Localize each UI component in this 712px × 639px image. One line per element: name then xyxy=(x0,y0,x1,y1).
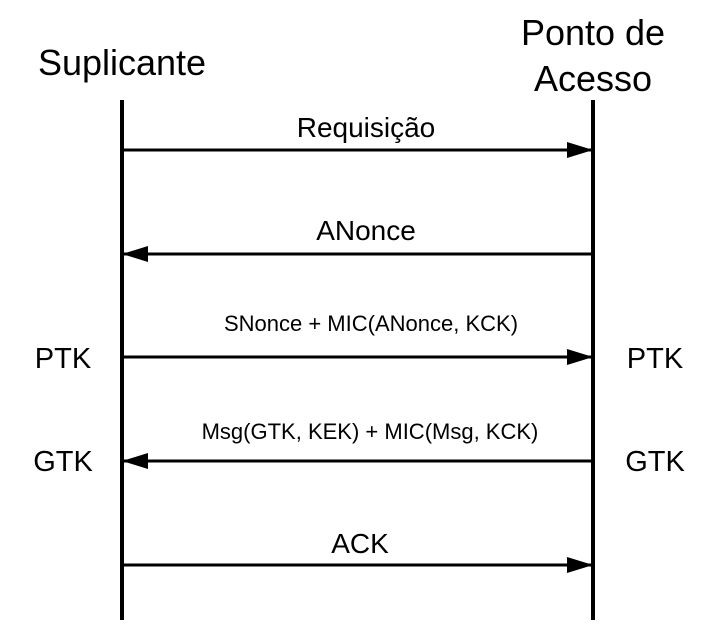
message-label: Requisição xyxy=(297,112,436,143)
key-label-left-gtk: GTK xyxy=(33,446,93,478)
message-label: ACK xyxy=(331,528,389,559)
key-label-right-gtk: GTK xyxy=(625,446,685,478)
actor-suplicante-label: Suplicante xyxy=(38,42,206,83)
key-label-right-ptk: PTK xyxy=(627,343,684,375)
actor-ponto-de-acesso-label-line2: Acesso xyxy=(534,58,652,99)
key-label-left-ptk: PTK xyxy=(35,343,92,375)
message-label: Msg(GTK, KEK) + MIC(Msg, KCK) xyxy=(202,419,539,444)
message-label: ANonce xyxy=(316,215,416,246)
message-label: SNonce + MIC(ANonce, KCK) xyxy=(224,311,518,336)
actor-ponto-de-acesso-label-line1: Ponto de xyxy=(521,12,665,53)
